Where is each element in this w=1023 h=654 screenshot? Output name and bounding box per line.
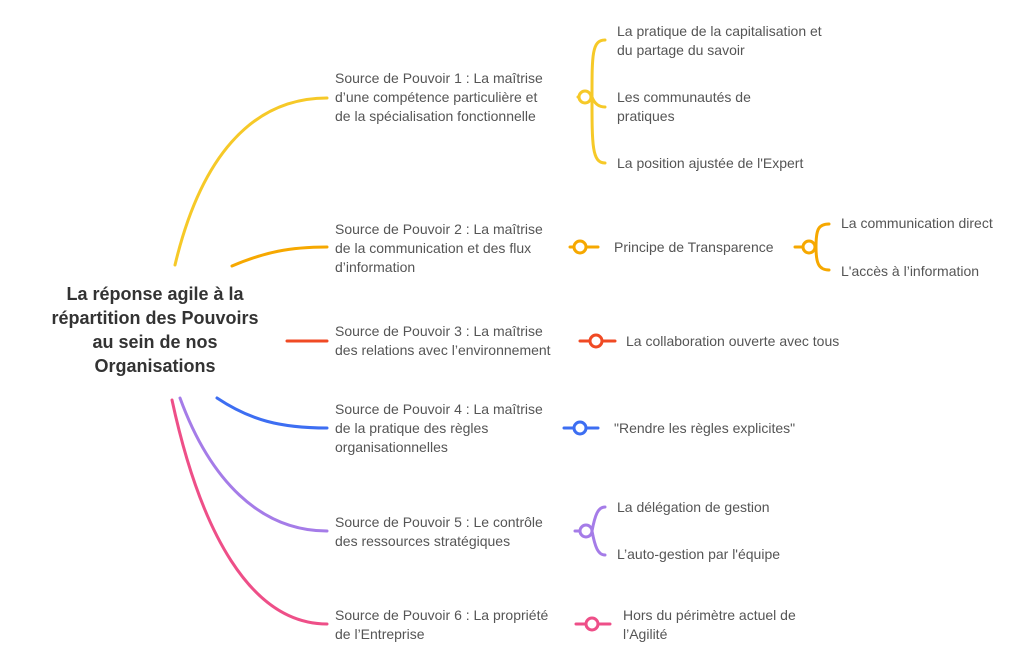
connector-root-s1 — [173, 96, 329, 267]
connector-root-s5 — [178, 396, 329, 533]
s6-node-circle[interactable] — [584, 616, 600, 632]
s1-child-expert[interactable]: La position ajustée de l'Expert — [617, 155, 804, 171]
s1-node-circle[interactable] — [577, 89, 593, 105]
s6-child-hors-perimetre[interactable]: Hors du périmètre actuel de l’Agilité — [623, 607, 796, 642]
s4-node-circle[interactable] — [572, 420, 588, 436]
transparence-child-acces[interactable]: L'accès à l’information — [841, 263, 980, 279]
s5-child-delegation[interactable]: La délégation de gestion — [617, 499, 770, 515]
s2-node-circle[interactable] — [572, 239, 588, 255]
branch-s5[interactable]: Source de Pouvoir 5 : Le contrôle des re… — [335, 514, 543, 549]
s1-child-capitalisation[interactable]: La pratique de la capitalisation et du p… — [617, 23, 822, 58]
s2-child-transparence[interactable]: Principe de Transparence — [614, 239, 774, 255]
transparence-child-communication[interactable]: La communication direct — [841, 215, 993, 231]
branch-s6[interactable]: Source de Pouvoir 6 : La propriété de l’… — [335, 607, 549, 642]
s5-node-circle[interactable] — [578, 523, 594, 539]
s3-child-collaboration[interactable]: La collaboration ouverte avec tous — [626, 333, 840, 349]
root-topic[interactable]: La réponse agile à la répartition des Po… — [51, 284, 259, 376]
s5-child-auto-gestion[interactable]: L’auto-gestion par l'équipe — [617, 546, 781, 562]
branch-s4[interactable]: Source de Pouvoir 4 : La maîtrise de la … — [335, 401, 543, 455]
connector-root-s4 — [215, 396, 329, 430]
connector-s1-child-3 — [590, 95, 607, 165]
branch-s1[interactable]: Source de Pouvoir 1 : La maîtrise d’une … — [335, 70, 543, 124]
s4-child-regles[interactable]: "Rendre les règles explicites" — [614, 420, 796, 436]
connector-s1-child-2 — [590, 95, 607, 109]
connector-root-s2 — [230, 245, 329, 268]
s3-node-circle[interactable] — [588, 333, 604, 349]
transparence-node-circle[interactable] — [801, 239, 817, 255]
branch-s3[interactable]: Source de Pouvoir 3 : La maîtrise des re… — [335, 323, 551, 358]
branch-s2[interactable]: Source de Pouvoir 2 : La maîtrise de la … — [335, 221, 543, 275]
connector-root-s6 — [170, 398, 329, 626]
connector-s1-child-1 — [590, 38, 607, 99]
s1-child-communautes[interactable]: Les communautés de pratiques — [617, 89, 751, 124]
